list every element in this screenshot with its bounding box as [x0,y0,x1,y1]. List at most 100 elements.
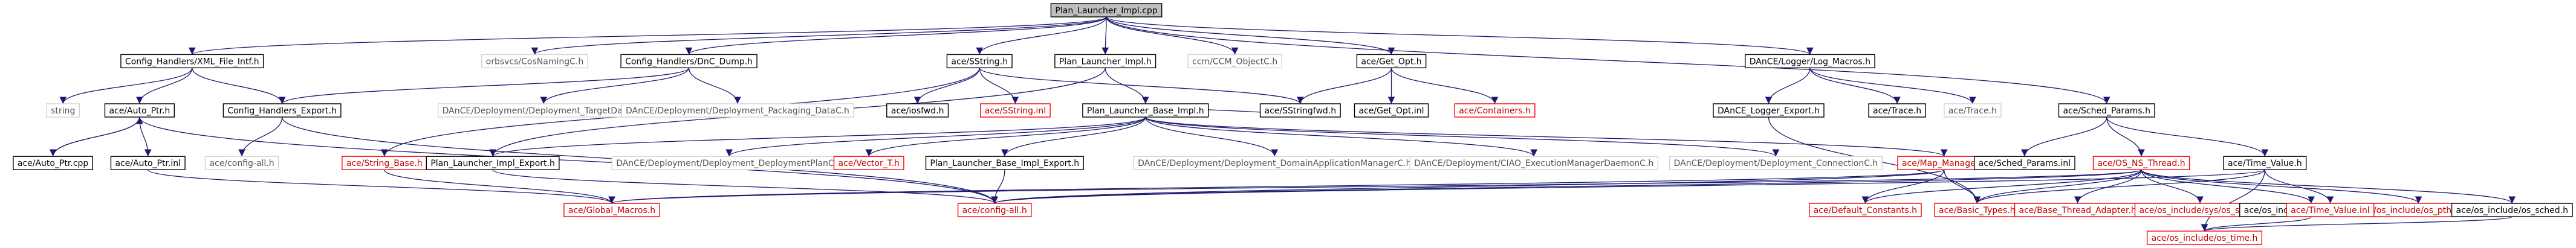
node-label: Config_Handlers/DnC_Dump.h [625,57,753,66]
node-auto_ptr_inl[interactable]: ace/Auto_Ptr.inl [110,156,186,170]
node-containers[interactable]: ace/Containers.h [1454,103,1536,118]
edge-root-to-sstring [976,16,1107,55]
node-map_manager[interactable]: ace/Map_Manager.h [1897,156,1991,170]
edge-root-to-get_opt [1106,16,1395,55]
node-plbi_export[interactable]: Plan_Launcher_Base_Impl_Export.h [925,156,1084,170]
node-dance_log[interactable]: DAnCE/Logger/Log_Macros.h [1745,54,1875,69]
node-box [1354,103,1429,118]
node-connection_c[interactable]: DAnCE/Deployment/Deployment_ConnectionC.… [1669,156,1883,170]
node-label: ace/Auto_Ptr.cpp [18,159,89,168]
node-label: ace/Default_Constants.h [1814,206,1917,215]
node-dance_logger_export[interactable]: DAnCE_Logger_Export.h [1713,103,1825,118]
node-box [1944,103,2002,118]
edge-cfg_export-to-config_all_left [238,116,283,157]
node-label: ace/Map_Manager.h [1902,159,1987,168]
node-box [1187,54,1282,69]
node-auto_ptr_h[interactable]: ace/Auto_Ptr.h [104,103,175,118]
node-ciao_emd[interactable]: DAnCE/Deployment/CIAO_ExecutionManagerDa… [1409,156,1659,170]
node-os_sched[interactable]: ace/os_include/os_sched.h [2451,203,2573,217]
node-sys_sem[interactable]: ace/os_include/sys/os_sem.h [2134,203,2266,217]
node-config_all_left[interactable]: ace/config-all.h [204,156,279,170]
node-pli_h[interactable]: Plan_Launcher_Impl.h [1054,54,1157,69]
node-os_pthread[interactable]: ace/os_include/os_pthread.h [2354,203,2484,217]
node-plan_c[interactable]: DAnCE/Deployment/Deployment_DeploymentPl… [611,156,847,170]
node-label: ace/Auto_Ptr.h [109,106,170,116]
node-label: DAnCE/Logger/Log_Macros.h [1750,57,1870,66]
edge-cfg_xml-to-string [59,68,193,104]
node-label: ace/Global_Macros.h [568,206,655,215]
node-label: DAnCE/Deployment/Deployment_DeploymentPl… [616,159,842,168]
edge-os_ns_thread-to-os_semaphore [2141,169,2315,204]
node-time_value_inl[interactable]: ace/Time_Value.inl [2286,203,2375,217]
node-global_macros[interactable]: ace/Global_Macros.h [563,203,660,217]
node-cfg_dnc[interactable]: Config_Handlers/DnC_Dump.h [620,54,758,69]
edge-os_ns_thread-to-os_pthread [2141,169,2422,204]
node-box [1050,3,1163,17]
node-label: ace/os_include/os_time.h [2152,234,2258,243]
edge-time_value_h-to-time_value_inl [2264,170,2334,204]
node-label: ccm/CCM_ObjectC.h [1192,57,1277,66]
node-box [1669,156,1883,170]
node-root[interactable]: Plan_Launcher_Impl.cpp [1050,3,1163,17]
node-get_opt_inl[interactable]: ace/Get_Opt.inl [1354,103,1429,118]
node-os_ns_thread[interactable]: ace/OS_NS_Thread.h [2092,156,2190,170]
node-label: ace/OS_NS_Thread.h [2097,159,2185,168]
node-label: ace/iosfwd.h [891,106,944,116]
node-plbi_h[interactable]: Plan_Launcher_Base_Impl.h [1082,103,1209,118]
node-dam_c[interactable]: DAnCE/Deployment/Deployment_DomainApplic… [1133,156,1416,170]
node-box [886,103,949,118]
node-label: DAnCE/Deployment/Deployment_Packaging_Da… [626,106,849,116]
node-default_constants[interactable]: ace/Default_Constants.h [1809,203,1922,217]
node-basic_types[interactable]: ace/Basic_Types.h [1934,203,2020,217]
node-label: ace/Base_Thread_Adapter.h [2019,206,2136,215]
edge-os_ns_thread-to-sys_sem [2141,170,2204,204]
node-label: ace/Vector_T.h [838,159,899,168]
node-label: DAnCE_Logger_Export.h [1718,106,1820,116]
node-box [1409,156,1659,170]
node-base_thread_adapter[interactable]: ace/Base_Thread_Adapter.h [2014,203,2141,217]
node-box [2451,203,2573,217]
node-box [620,54,758,69]
node-box [104,103,175,118]
node-time_value_h[interactable]: ace/Time_Value.h [2223,156,2307,170]
node-label: Plan_Launcher_Base_Impl_Export.h [930,159,1080,168]
node-iosfwd[interactable]: ace/iosfwd.h [886,103,949,118]
node-pli_export[interactable]: Plan_Launcher_Impl_Export.h [426,156,560,170]
node-label: Plan_Launcher_Impl.cpp [1055,6,1157,16]
node-label: Config_Handlers_Export.h [227,106,337,116]
node-string_base[interactable]: ace/String_Base.h [342,156,427,170]
edge-cfg_dnc-to-packaging [688,68,741,104]
node-sched_params_inl[interactable]: ace/Sched_Params.inl [1973,156,2075,170]
edge-os_semaphore-to-os_time [2201,216,2312,232]
node-target_data[interactable]: DAnCE/Deployment/Deployment_TargetDataC.… [437,103,650,118]
node-string[interactable]: string [46,103,80,118]
node-config_all[interactable]: ace/config-all.h [957,203,1032,217]
edge-cfg_dnc-to-target_data [540,68,690,104]
node-trace_h2[interactable]: ace/Trace.h [1944,103,2002,118]
node-vector_t[interactable]: ace/Vector_T.h [833,156,904,170]
node-cfg_export[interactable]: Config_Handlers_Export.h [222,103,342,118]
node-orbsvcs[interactable]: orbsvcs/CosNamingC.h [481,54,588,69]
node-os_time[interactable]: ace/os_include/os_time.h [2146,231,2263,245]
node-sstringfwd[interactable]: ace/SStringfwd.h [1259,103,1341,118]
node-box [925,156,1084,170]
node-packaging[interactable]: DAnCE/Deployment/Deployment_Packaging_Da… [621,103,854,118]
node-auto_ptr_cpp[interactable]: ace/Auto_Ptr.cpp [13,156,94,170]
node-ccm_obj[interactable]: ccm/CCM_ObjectC.h [1187,54,1282,69]
node-label: ace/Time_Value.inl [2291,206,2369,215]
node-label: ace/Auto_Ptr.inl [115,159,181,168]
node-label: orbsvcs/CosNamingC.h [486,57,584,66]
edge-pli_h-to-plbi_h [1105,68,1149,104]
node-box [2058,103,2155,118]
node-box [2286,203,2375,217]
node-sstring[interactable]: ace/SString.h [946,54,1013,69]
node-label: ace/config-all.h [962,206,1027,215]
edge-map_manager-to-default_constants [1861,170,1945,204]
node-trace_h[interactable]: ace/Trace.h [1868,103,1926,118]
node-sched_params_h[interactable]: ace/Sched_Params.h [2058,103,2155,118]
node-cfg_xml[interactable]: Config_Handlers/XML_File_Intf.h [120,54,264,69]
edge-auto_ptr_cpp-to-auto_ptr_h [52,116,143,157]
node-get_opt[interactable]: ace/Get_Opt.h [1356,54,1427,69]
node-box [110,156,186,170]
node-sstring_inl[interactable]: ace/SString.inl [980,103,1051,118]
